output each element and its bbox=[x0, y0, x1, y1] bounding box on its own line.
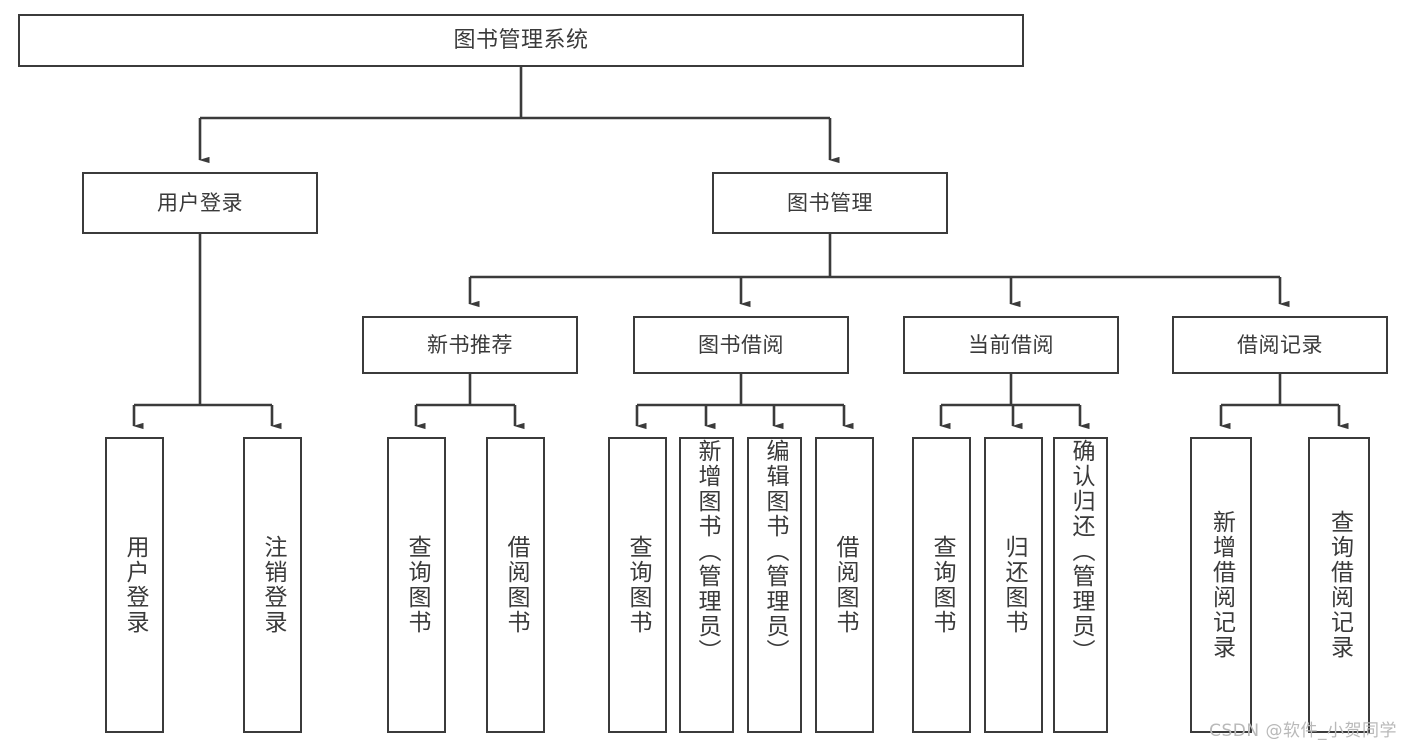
leaf-node-edit-book-admin[interactable]: 编辑图书（管理员） bbox=[747, 437, 802, 733]
leaf-node-query-borrow-record[interactable]: 查询借阅记录 bbox=[1308, 437, 1370, 733]
node-new-book-recommendation[interactable]: 新书推荐 bbox=[362, 316, 578, 374]
leaf-node-return-book-label: 归还图书 bbox=[1001, 535, 1027, 635]
leaf-node-user-login-label: 用户登录 bbox=[122, 535, 148, 635]
leaf-node-borrow-book[interactable]: 借阅图书 bbox=[815, 437, 874, 733]
leaf-node-user-login[interactable]: 用户登录 bbox=[105, 437, 164, 733]
leaf-node-confirm-return-admin[interactable]: 确认归还（管理员） bbox=[1053, 437, 1108, 733]
leaf-node-return-book[interactable]: 归还图书 bbox=[984, 437, 1043, 733]
leaf-node-add-borrow-record[interactable]: 新增借阅记录 bbox=[1190, 437, 1252, 733]
node-root[interactable]: 图书管理系统 bbox=[18, 14, 1024, 67]
node-user-login[interactable]: 用户登录 bbox=[82, 172, 318, 234]
leaf-node-query-book-current[interactable]: 查询图书 bbox=[912, 437, 971, 733]
node-borrow-record-label: 借阅记录 bbox=[1237, 332, 1323, 357]
leaf-node-edit-book-admin-label: 编辑图书（管理员） bbox=[762, 439, 788, 664]
leaf-node-borrow-book-label: 借阅图书 bbox=[832, 535, 858, 635]
leaf-node-query-book-rec[interactable]: 查询图书 bbox=[387, 437, 446, 733]
leaf-node-borrow-book-rec[interactable]: 借阅图书 bbox=[486, 437, 545, 733]
leaf-node-query-book-rec-label: 查询图书 bbox=[404, 535, 430, 635]
node-borrow-record[interactable]: 借阅记录 bbox=[1172, 316, 1388, 374]
node-new-book-recommendation-label: 新书推荐 bbox=[427, 332, 513, 357]
leaf-node-query-book-borrow[interactable]: 查询图书 bbox=[608, 437, 667, 733]
node-user-login-label: 用户登录 bbox=[157, 190, 243, 215]
leaf-node-logout[interactable]: 注销登录 bbox=[243, 437, 302, 733]
leaf-node-query-book-current-label: 查询图书 bbox=[929, 535, 955, 635]
leaf-node-query-book-borrow-label: 查询图书 bbox=[625, 535, 651, 635]
leaf-node-add-borrow-record-label: 新增借阅记录 bbox=[1208, 510, 1235, 660]
leaf-node-logout-label: 注销登录 bbox=[260, 535, 286, 635]
leaf-node-query-borrow-record-label: 查询借阅记录 bbox=[1326, 510, 1353, 660]
node-book-borrow-label: 图书借阅 bbox=[698, 332, 784, 357]
leaf-node-confirm-return-admin-label: 确认归还（管理员） bbox=[1068, 439, 1094, 664]
node-book-manage-label: 图书管理 bbox=[787, 190, 873, 215]
node-book-manage[interactable]: 图书管理 bbox=[712, 172, 948, 234]
leaf-node-add-book-admin[interactable]: 新增图书（管理员） bbox=[679, 437, 734, 733]
node-book-borrow[interactable]: 图书借阅 bbox=[633, 316, 849, 374]
leaf-node-add-book-admin-label: 新增图书（管理员） bbox=[694, 439, 720, 664]
watermark: CSDN @软件_小贺同学 bbox=[1209, 721, 1397, 741]
node-current-borrow-label: 当前借阅 bbox=[968, 332, 1054, 357]
node-root-label: 图书管理系统 bbox=[453, 27, 589, 53]
leaf-node-borrow-book-rec-label: 借阅图书 bbox=[503, 535, 529, 635]
node-current-borrow[interactable]: 当前借阅 bbox=[903, 316, 1119, 374]
